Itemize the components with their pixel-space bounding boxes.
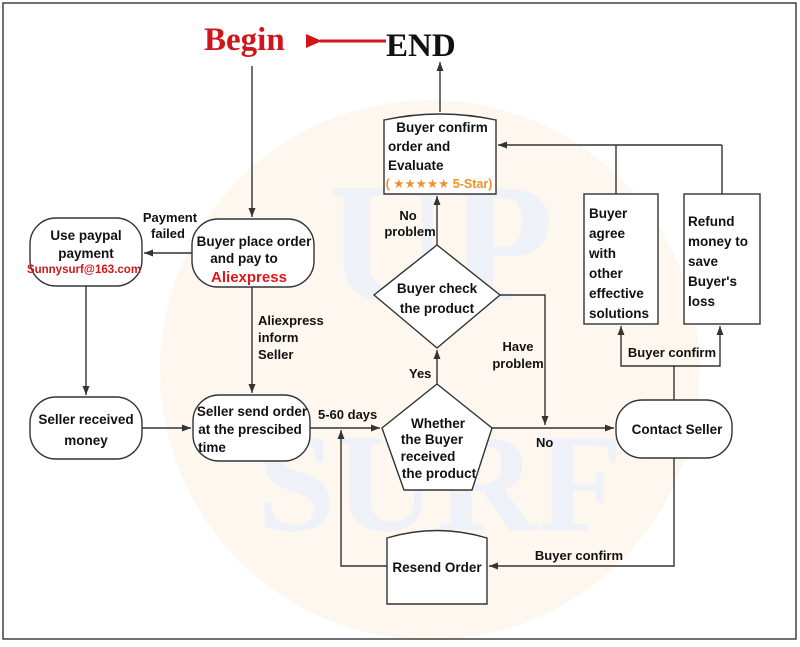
edge-check-have-problem: [500, 294, 549, 425]
buyer-check-line-2: the product: [400, 301, 475, 316]
refund-line-1: Refund: [688, 214, 735, 229]
edge-contact-to-resend: [489, 458, 675, 570]
buyer-place-order-line-1: Buyer place order: [197, 234, 313, 249]
seller-received-line-2: money: [64, 433, 108, 448]
buyer-agree-line-5: effective: [589, 286, 644, 301]
label-buyer-confirm-top: Buyer confirm: [628, 345, 716, 360]
label-failed: failed: [151, 226, 185, 241]
label-payment: Payment: [143, 210, 198, 225]
use-paypal-line-2: payment: [58, 246, 114, 261]
refund-line-5: loss: [688, 294, 715, 309]
node-buyer-check: Buyer check the product: [372, 244, 502, 349]
end-label: END: [386, 28, 456, 64]
label-have: Have: [502, 339, 533, 354]
label-no-problem-1: No: [399, 208, 416, 223]
diagram-frame: [2, 2, 797, 640]
buyer-place-order-line-2: and pay to: [210, 251, 278, 266]
seller-send-line-1: Seller send order: [197, 404, 308, 419]
confirm-order-line-2: order and: [388, 139, 450, 154]
seller-received-line-1: Seller received: [38, 412, 133, 427]
buyer-agree-line-3: with: [588, 246, 616, 261]
node-buyer-confirm-order: Buyer confirm order and Evaluate ( ★★★★★…: [383, 113, 497, 195]
paypal-email: Sunnysurf@163.com: [27, 264, 141, 276]
whether-line-4: the product: [402, 466, 477, 481]
confirm-order-line-1: Buyer confirm: [396, 120, 488, 135]
node-buyer-place-order: Buyer place order and pay to Aliexpress: [191, 218, 315, 288]
label-seller: Seller: [258, 347, 293, 362]
label-no: No: [536, 435, 553, 450]
refund-line-2: money to: [688, 234, 748, 249]
edge-resend-to-delivery: [337, 430, 387, 567]
whether-line-2: the Buyer: [401, 432, 464, 447]
label-buyer-confirm-bottom: Buyer confirm: [535, 548, 623, 563]
confirm-order-line-3: Evaluate: [388, 158, 444, 173]
label-problem: problem: [492, 356, 543, 371]
refund-line-3: save: [688, 254, 719, 269]
buyer-agree-line-2: agree: [589, 226, 626, 241]
whether-line-3: received: [401, 449, 456, 464]
node-resend-order: Resend Order: [386, 529, 488, 605]
refund-line-4: Buyer's: [688, 274, 737, 289]
node-seller-send: Seller send order at the prescibed time: [192, 394, 311, 462]
edge-contact-to-refund: [674, 326, 724, 367]
node-contact-seller: Contact Seller: [615, 399, 733, 459]
buyer-check-line-1: Buyer check: [397, 281, 478, 296]
node-refund: Refund money to save Buyer's loss: [683, 193, 761, 325]
node-whether-received: Whether the Buyer received the product: [381, 383, 493, 491]
label-aliexpress: Aliexpress: [258, 313, 324, 328]
node-buyer-agree: Buyer agree with other effective solutio…: [583, 193, 659, 325]
use-paypal-line-1: Use paypal: [50, 228, 121, 243]
seller-send-line-2: at the prescibed: [198, 422, 302, 437]
label-inform: inform: [258, 330, 298, 345]
node-use-paypal: Use paypal payment Sunnysurf@163.com: [27, 217, 143, 287]
node-seller-received: Seller received money: [29, 396, 143, 460]
edge-contact-to-agree: [617, 326, 675, 400]
whether-line-1: Whether: [411, 416, 466, 431]
buyer-agree-line-4: other: [589, 266, 623, 281]
begin-label: Begin: [204, 22, 285, 58]
label-days: 5-60 days: [318, 407, 377, 422]
seller-send-line-3: time: [198, 440, 226, 455]
five-star-rating: ( ★★★★★ 5-Star): [386, 177, 493, 191]
buyer-agree-line-1: Buyer: [589, 206, 628, 221]
label-no-problem-2: problem: [384, 224, 435, 239]
label-yes: Yes: [409, 366, 431, 381]
aliexpress-brand: Aliexpress: [211, 269, 287, 286]
buyer-agree-line-6: solutions: [589, 306, 649, 321]
contact-seller-label: Contact Seller: [632, 422, 724, 437]
resend-order-label: Resend Order: [392, 560, 482, 575]
